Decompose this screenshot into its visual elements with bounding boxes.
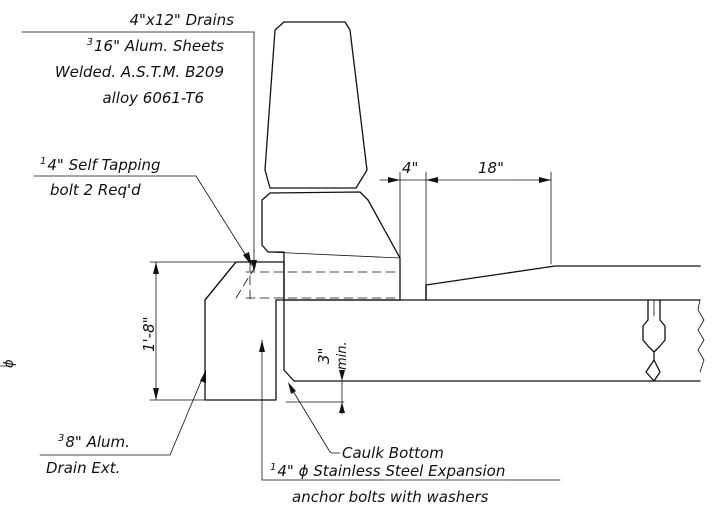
drain-ext-line2-label: Drain Ext. <box>46 459 121 477</box>
deck-joint <box>642 299 666 382</box>
curb-slope <box>425 265 701 301</box>
leader-drain-ext-arrow <box>200 370 206 383</box>
drains-sheet-label: 316" Alum. Sheets <box>20 36 224 59</box>
leader-caulk <box>289 385 331 453</box>
edge-symbol: ϕ <box>2 359 17 368</box>
leader-drains-arrow <box>251 260 257 272</box>
anchor-line2-label: anchor bolts with washers <box>292 488 489 506</box>
leader-drain-ext <box>169 371 206 456</box>
dim-height-label: 1'-8" <box>140 316 158 352</box>
leader-caulk-arrow <box>288 382 296 394</box>
dim-cover-note: min. <box>335 341 350 370</box>
dim-cover-arrow-2 <box>339 402 345 413</box>
drains-alloy-label: alloy 6061-T6 <box>102 89 204 107</box>
drains-sheet-num: 3 <box>86 37 93 48</box>
drains-weld-label: Welded. A.S.T.M. B209 <box>54 63 224 81</box>
self-tapping-num: 1 <box>40 156 47 167</box>
dim-cover-arrow <box>339 370 345 381</box>
drain-body <box>204 261 285 401</box>
anchor-den: 4 <box>277 462 287 480</box>
self-tapping-line1: " Self Tapping <box>56 156 161 174</box>
drain-ext-den: 8 <box>65 433 75 451</box>
anchor-line1: " ϕ Stainless Steel Expansion <box>286 462 506 480</box>
drain-chamfer <box>204 261 237 301</box>
barrier-rail-base <box>261 191 401 301</box>
dim-height-arrow-top <box>153 262 159 274</box>
anchor-label: 14" ϕ Stainless Steel Expansion <box>270 461 505 484</box>
self-tapping-label: 14" Self Tapping <box>40 155 161 178</box>
leader-self-tapping <box>195 175 251 263</box>
dim-width-arrow-r <box>539 177 551 183</box>
self-tapping-line2-label: bolt 2 Req'd <box>50 181 141 199</box>
drain-ext-line1: " Alum. <box>74 433 130 451</box>
slab-chamfer <box>283 369 295 382</box>
dim-gap-arrow-l <box>388 177 400 183</box>
drain-ext-label: 38" Alum. <box>58 432 130 455</box>
drains-size-label: 4"x12" Drains <box>129 11 234 29</box>
dim-width-label: 18" <box>478 159 504 177</box>
anchor-arrow <box>259 340 265 352</box>
dim-cover-label: 3" <box>315 347 333 364</box>
drains-sheet-den: 16 <box>93 37 114 55</box>
drain-ext-num: 3 <box>58 433 65 444</box>
drains-sheet-text: " Alum. Sheets <box>113 37 224 55</box>
self-tapping-den: 4 <box>47 156 57 174</box>
rail-joint-line <box>267 251 401 259</box>
dim-gap-arrow-r <box>426 177 438 183</box>
break-line <box>697 299 705 373</box>
leader-self-tapping-arrow <box>243 252 252 266</box>
anchor-num: 1 <box>270 462 277 473</box>
caulk-label: Caulk Bottom <box>342 444 444 462</box>
dim-height-arrow-bottom <box>153 388 159 400</box>
caulk-leader-hook <box>329 451 340 454</box>
dim-gap-label: 4" <box>402 159 419 177</box>
barrier-rail-upper <box>264 21 368 189</box>
